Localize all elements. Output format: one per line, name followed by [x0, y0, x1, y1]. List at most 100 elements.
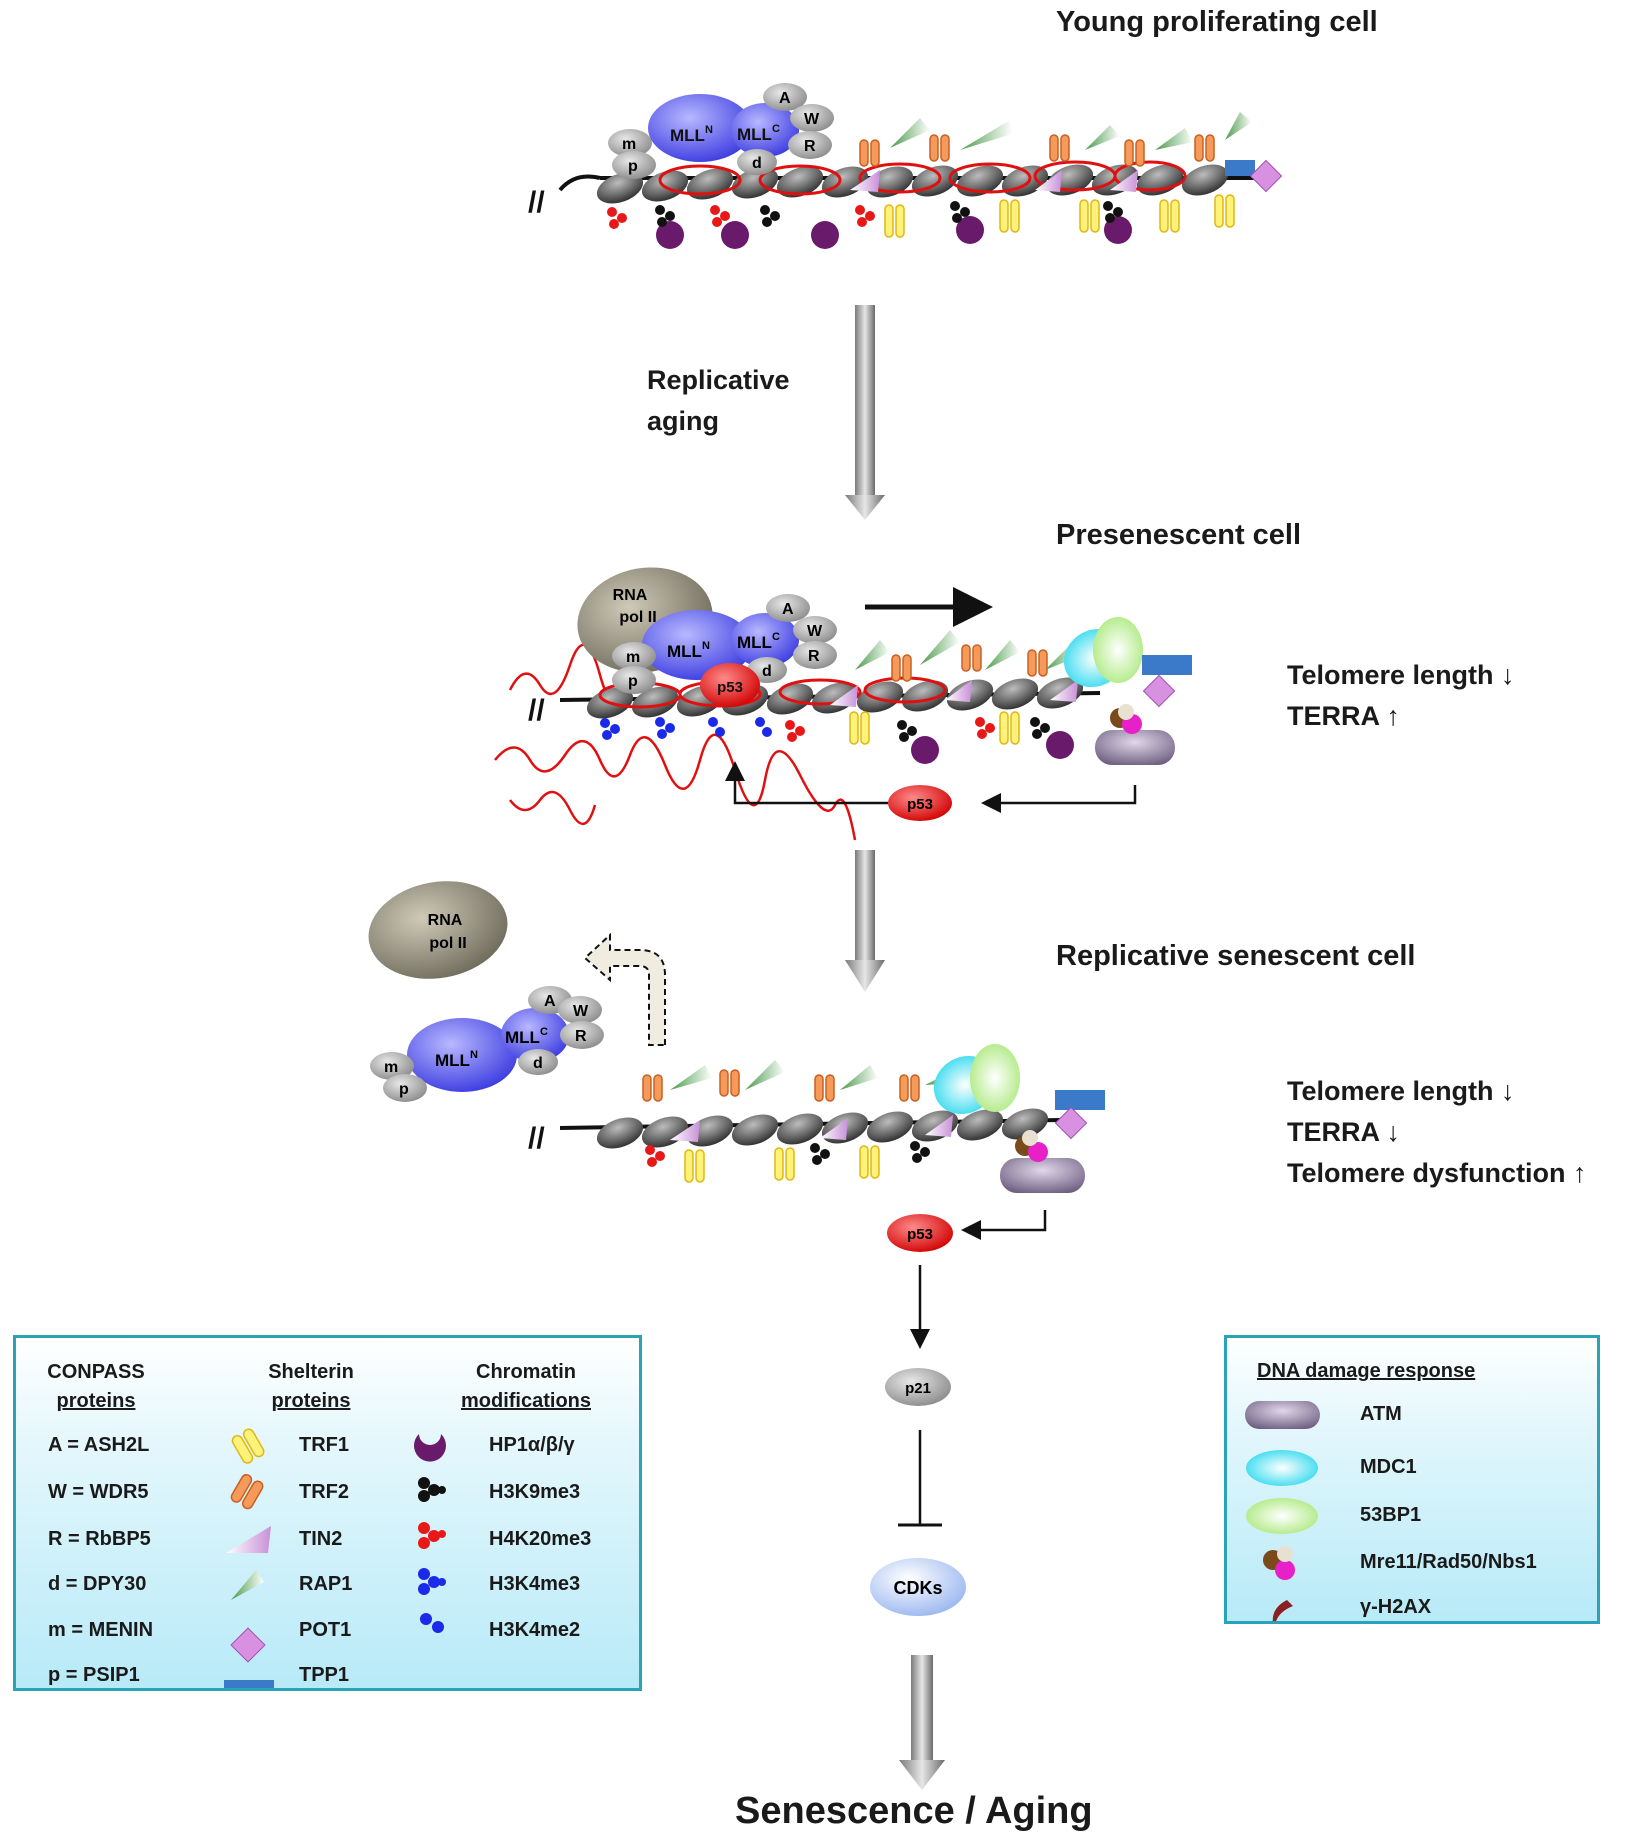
trf2-icon: [230, 1473, 264, 1510]
53bp1-icon: [1246, 1498, 1318, 1534]
w-label: W: [807, 623, 823, 640]
ddr-item: MDC1: [1360, 1456, 1417, 1478]
compass-complex-young: MLLN MLLC A W R d m p: [608, 83, 834, 179]
m-label: m: [626, 649, 640, 666]
legend-conpass-header: CONPASS proteins: [36, 1358, 156, 1416]
legend-chromatin-header: Chromatin modifications: [441, 1358, 611, 1416]
shelterin-item: TRF1: [299, 1434, 349, 1456]
young-telomere: //: [528, 112, 1283, 249]
pot1-icon: [1249, 159, 1283, 193]
mre11-rad50-nbs1-icon: [1263, 1546, 1295, 1580]
stage-title-senescent: Replicative senescent cell: [1056, 940, 1416, 972]
p53-feedback-presenescent: p53: [725, 761, 1137, 821]
replicative-aging-line-1: Replicative: [647, 365, 790, 395]
pot1-icon: [230, 1627, 266, 1663]
aging-arrow-2: [845, 850, 885, 992]
stage-title-young: Young proliferating cell: [1056, 6, 1378, 38]
h3k9me3-icon: [418, 1477, 446, 1502]
ddr-item: Mre11/Rad50/Nbs1: [1360, 1551, 1537, 1573]
shelterin-header-line2: proteins: [271, 1390, 351, 1412]
shelterin-item: TRF2: [299, 1481, 349, 1503]
p-label: p: [399, 1081, 409, 1098]
d-label: d: [752, 155, 762, 172]
p53-bound-label: p53: [717, 679, 743, 696]
h3k4me3-icon: [418, 1568, 446, 1595]
legend-left: CONPASS proteins Shelterin proteins Chro…: [13, 1335, 642, 1691]
rna-pol-label-line1: RNA: [428, 912, 463, 929]
legend-right-icons: [1245, 1401, 1320, 1621]
ddr-item: 53BP1: [1360, 1504, 1422, 1526]
tpp1-icon: [224, 1680, 274, 1688]
shelterin-item: POT1: [299, 1619, 352, 1641]
atm-icon: [1245, 1401, 1320, 1429]
dna-break-mark: //: [528, 694, 545, 727]
r-label: R: [804, 138, 816, 155]
outcome-label: Senescence / Aging: [735, 1790, 1093, 1832]
mllc-label: MLLC: [737, 123, 780, 144]
tin2-icon: [226, 1526, 271, 1553]
chromatin-item: H4K20me3: [489, 1528, 592, 1550]
h4k20me3-icon: [418, 1522, 446, 1549]
ddr-item: ATM: [1360, 1403, 1402, 1425]
conpass-item: d = DPY30: [48, 1573, 147, 1595]
p53-label: p53: [907, 796, 933, 813]
p-label: p: [628, 673, 638, 690]
chromatin-header-line1: Chromatin: [476, 1361, 576, 1383]
cdks-label: CDKs: [893, 1578, 942, 1598]
rna-pol-label-line2: pol II: [619, 609, 656, 626]
w-label: W: [573, 1003, 589, 1020]
senescent-telomere: //: [528, 1044, 1105, 1193]
dna-break-mark: //: [528, 1122, 545, 1155]
conpass-item: A = ASH2L: [48, 1434, 150, 1456]
mllc-label: MLLC: [505, 1026, 548, 1047]
trf1-icon: [231, 1428, 265, 1464]
ddr-header: DNA damage response: [1257, 1360, 1476, 1382]
conpass-header-line2: proteins: [56, 1390, 136, 1412]
chromatin-item: HP1α/β/γ: [489, 1434, 575, 1456]
legend-shelterin-header: Shelterin proteins: [251, 1358, 371, 1416]
r-label: R: [808, 648, 820, 665]
note-terra: TERRA ↑: [1287, 701, 1400, 731]
presenescent-notes: Telomere length ↓ TERRA ↑: [1287, 655, 1515, 737]
chromatin-item: H3K4me3: [489, 1573, 581, 1595]
p-label: p: [628, 158, 638, 175]
d-label: d: [762, 663, 772, 680]
m-label: m: [622, 136, 636, 153]
note-terra: TERRA ↓: [1287, 1117, 1400, 1147]
mlln-label: MLLN: [670, 124, 713, 145]
tpp1-icon: [1225, 160, 1255, 176]
rna-pol-label-line1: RNA: [613, 587, 648, 604]
conpass-item: p = PSIP1: [48, 1664, 140, 1686]
stage-title-presenescent: Presenescent cell: [1056, 519, 1302, 551]
compass-complex-presenescent: RNA pol II MLLN MLLC A W R d m p p53: [577, 567, 837, 707]
shelterin-item: RAP1: [299, 1573, 353, 1595]
m-label: m: [384, 1059, 398, 1076]
mlln-label: MLLN: [667, 640, 710, 661]
outcome-arrow: [899, 1655, 945, 1790]
replicative-aging-line-2: aging: [647, 406, 719, 436]
rap1-icon: [231, 1570, 264, 1600]
chromatin-header-line2: modifications: [460, 1390, 591, 1412]
p53-label: p53: [907, 1226, 933, 1243]
conpass-item: R = RbBP5: [48, 1528, 151, 1550]
aging-arrow-1: [845, 305, 885, 520]
senescent-notes: Telomere length ↓ TERRA ↓ Telomere dysfu…: [1287, 1071, 1587, 1194]
note-telomere-length: Telomere length ↓: [1287, 660, 1515, 690]
h3k4me2-icon: [420, 1613, 444, 1633]
mlln-label: MLLN: [435, 1049, 478, 1070]
legend-left-icons: [224, 1428, 447, 1688]
d-label: d: [533, 1055, 543, 1072]
senescent-compass-detached: RNA pol II MLLN MLLC A W R d m p: [368, 881, 604, 1102]
dissociation-arrow: [583, 932, 666, 1046]
shelterin-item: TPP1: [299, 1664, 350, 1686]
shelterin-header-line1: Shelterin: [268, 1361, 354, 1383]
mllc-label: MLLC: [737, 631, 780, 652]
conpass-header-line1: CONPASS: [47, 1361, 145, 1383]
note-telomere-length: Telomere length ↓: [1287, 1076, 1515, 1106]
w-label: W: [804, 111, 820, 128]
r-label: R: [575, 1028, 587, 1045]
conpass-item: m = MENIN: [48, 1619, 154, 1641]
chromatin-item: H3K9me3: [489, 1481, 581, 1503]
gamma-h2ax-icon: [1272, 1600, 1293, 1621]
